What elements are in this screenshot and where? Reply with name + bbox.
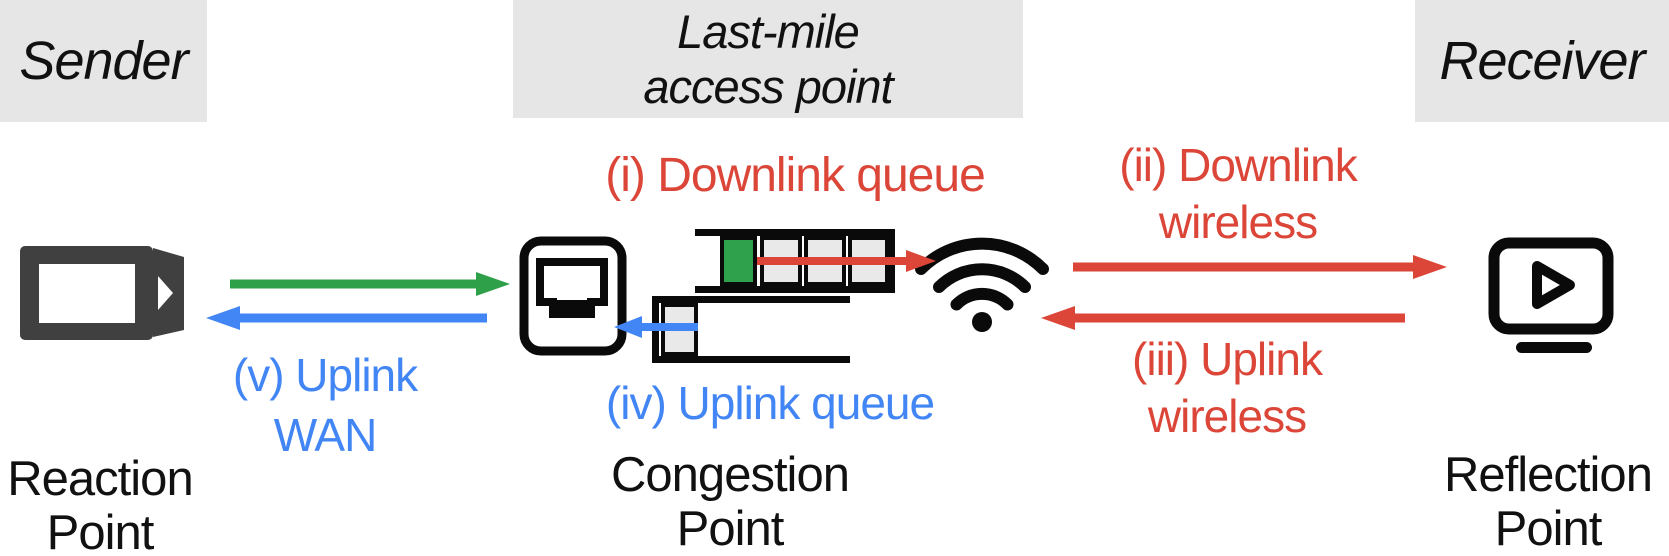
reflection-point-label: Reflection Point — [1444, 448, 1653, 556]
downlink-wan-arrow — [230, 272, 510, 296]
uplink-queue-bottom-rail — [652, 356, 850, 363]
downlink-wireless-label: (ii) Downlink wireless — [1119, 139, 1357, 248]
uplink-wireless-arrow — [1041, 306, 1405, 330]
uplink-wan-arrow — [206, 306, 487, 330]
downlink-wireless-arrow — [1073, 255, 1447, 279]
uplink-wan-label: (v) Uplink WAN — [232, 349, 418, 461]
downlink-queue-slot-1 — [760, 236, 802, 286]
downlink-queue-label: (i) Downlink queue — [605, 149, 986, 202]
sender-header-label: Sender — [19, 31, 188, 91]
reaction-point-label: Reaction Point — [7, 452, 193, 556]
congestion-point-label: Congestion Point — [611, 448, 850, 556]
downlink-queue-right-wall — [889, 229, 895, 293]
downlink-queue-slot-3 — [848, 236, 889, 286]
access-point-header: Last-mile access point — [513, 0, 1023, 118]
receiver-header-label: Receiver — [1439, 31, 1645, 91]
uplink-wireless-label: (iii) Uplink wireless — [1132, 333, 1323, 442]
tv-play-icon — [1488, 237, 1614, 353]
downlink-queue-bottom-rail — [695, 286, 895, 293]
uplink-queue-label: (iv) Uplink queue — [605, 377, 935, 429]
wifi-icon — [915, 237, 1049, 332]
receiver-header: Receiver — [1415, 0, 1669, 122]
downlink-queue-packet-filled — [720, 236, 757, 286]
access-point-header-label: Last-mile access point — [643, 5, 893, 113]
uplink-queue-packet — [661, 303, 698, 356]
ethernet-port-icon — [519, 236, 627, 356]
downlink-queue-top-rail — [695, 229, 895, 236]
uplink-queue-top-rail — [652, 296, 850, 303]
video-camera-icon — [20, 246, 184, 340]
sender-header: Sender — [0, 0, 207, 122]
uplink-queue-left-wall — [652, 296, 659, 363]
downlink-queue-slot-2 — [804, 236, 846, 286]
